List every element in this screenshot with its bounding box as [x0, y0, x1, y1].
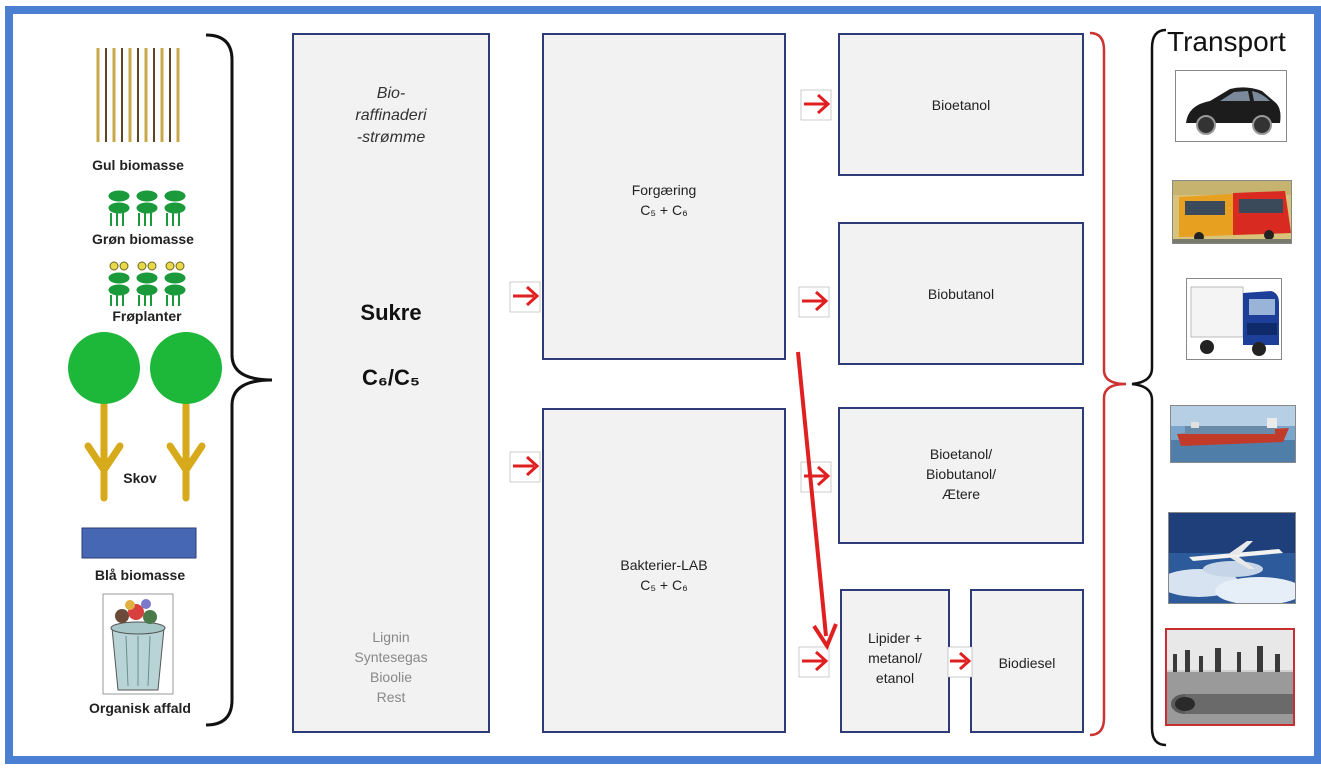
process-label-bacteria: Bakterier-LAB C₅ + C₆ [620, 557, 708, 593]
arrow-to-biobutanol [798, 286, 830, 318]
refinery-box: Bio- raffinaderi -strømme Sukre C₆/C₅ Li… [292, 33, 490, 733]
forest-trees-icon [68, 332, 222, 502]
arrow-to-fermentation [509, 281, 541, 313]
product-label-bioethanol: Bioetanol [931, 97, 991, 113]
product-label-biodiesel: Biodiesel [998, 655, 1056, 671]
product-box-biobutanol: Biobutanol [838, 222, 1084, 365]
container-ship-photo [1170, 405, 1296, 463]
product-box-biodiesel: Biodiesel [970, 589, 1084, 733]
arrow-to-biodiesel [947, 646, 973, 678]
arrow-to-bacteria [509, 451, 541, 483]
refinery-title: Bio- raffinaderi -strømme [355, 85, 427, 146]
process-box-bacteria: Bakterier-LAB C₅ + C₆ [542, 408, 786, 733]
source-label-yellow-biomass: Gul biomasse [92, 157, 184, 173]
seed-plants-icon [108, 261, 186, 306]
source-label-green-biomass: Grøn biomasse [92, 231, 194, 247]
product-box-mixed-alcohols: Bioetanol/ Biobutanol/ Ætere [838, 407, 1084, 544]
refinery-other-streams: Lignin Syntesegas Bioolie Rest [354, 629, 428, 705]
source-label-organic-waste: Organisk affald [89, 700, 191, 716]
refinery-main-label: Sukre [360, 300, 422, 325]
arrow-to-mixed-alcohols [800, 461, 832, 493]
truck-photo [1186, 278, 1282, 360]
waste-bin-icon [102, 593, 174, 695]
product-label-lipids: Lipider + metanol/ etanol [867, 630, 923, 686]
yellow-biomass-stalks-icon [96, 48, 180, 142]
product-label-mixed-alcohols: Bioetanol/ Biobutanol/ Ætere [925, 446, 997, 502]
blue-biomass-rectangle-icon [81, 527, 197, 559]
transport-title: Transport [1167, 26, 1286, 57]
diagonal-arrow-fermentation-to-lipids [796, 351, 838, 651]
arrow-to-lipids [798, 646, 830, 678]
green-biomass-plants-icon [108, 190, 186, 226]
source-label-seed-plants: Frøplanter [112, 308, 182, 324]
source-label-blue-biomass: Blå biomasse [94, 567, 186, 583]
products-brace [1089, 31, 1127, 737]
refinery-formula: C₆/C₅ [362, 365, 420, 390]
car-photo [1175, 70, 1287, 142]
pipeline-photo [1165, 628, 1295, 726]
product-label-biobutanol: Biobutanol [927, 286, 995, 302]
arrow-to-bioethanol [800, 89, 832, 121]
process-box-fermentation: Forgæring C₅ + C₆ [542, 33, 786, 360]
product-box-bioethanol: Bioetanol [838, 33, 1084, 176]
process-label-fermentation: Forgæring C₅ + C₆ [631, 182, 697, 218]
transport-brace [1131, 28, 1167, 747]
source-label-forest: Skov [123, 470, 157, 486]
bus-photo [1172, 180, 1292, 244]
sources-brace [205, 33, 273, 727]
airplane-photo [1168, 512, 1296, 604]
